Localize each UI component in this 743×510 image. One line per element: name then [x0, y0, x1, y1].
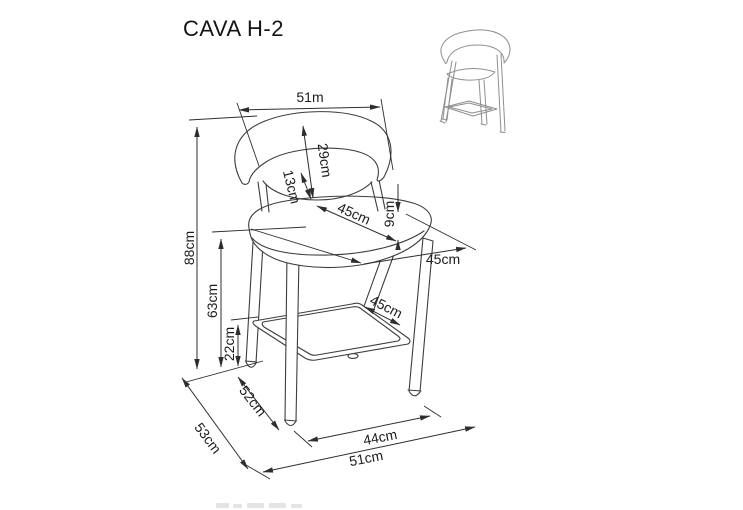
- dim-width-top: 51m: [236, 89, 394, 171]
- thumbnail-footrest-ring: [444, 100, 498, 117]
- dim-seat-depth-label: 45cm: [426, 251, 460, 267]
- dim-total-depth-label: 53cm: [191, 420, 224, 457]
- dim-backrest-height-label: 29cm: [315, 142, 336, 178]
- stool-leg-front-left: [284, 253, 300, 427]
- dim-seat-thickness: 9cm: [381, 184, 401, 250]
- dim-backrest-height: 29cm: [301, 125, 336, 199]
- page-title: CAVA H-2: [183, 16, 284, 41]
- stool-thumbnail-rear-view: [439, 29, 511, 133]
- dim-width-top-label: 51m: [296, 89, 323, 105]
- dim-seat-depth: 45cm: [250, 213, 477, 267]
- dim-base-width: 51cm: [245, 426, 476, 480]
- thumbnail-backrest: [440, 29, 511, 64]
- dim-footrest-depth: 52cm: [236, 376, 280, 431]
- cropped-text-fragment: [216, 503, 302, 508]
- dim-seat-height: 63cm: [204, 226, 307, 368]
- dim-footrest-depth-label: 52cm: [236, 383, 270, 420]
- stool-leg-rear-left: [245, 241, 264, 368]
- dim-base-width-label: 51cm: [348, 447, 385, 469]
- dim-footrest-height: 22cm: [221, 316, 259, 367]
- dim-leg-span: 44cm: [293, 405, 442, 448]
- stool-main-view: [234, 111, 434, 427]
- dim-footrest-height-label: 22cm: [221, 327, 237, 361]
- thumbnail-seat: [446, 68, 496, 81]
- dim-seat-height-label: 63cm: [204, 284, 220, 318]
- stool-leg-front-right: [408, 237, 434, 397]
- stool-backrest-posts: [257, 179, 386, 213]
- dim-total-height-label: 88cm: [181, 231, 197, 265]
- dim-backrest-gap-label: 13cm: [280, 168, 304, 205]
- dim-seat-thickness-label: 9cm: [381, 201, 397, 227]
